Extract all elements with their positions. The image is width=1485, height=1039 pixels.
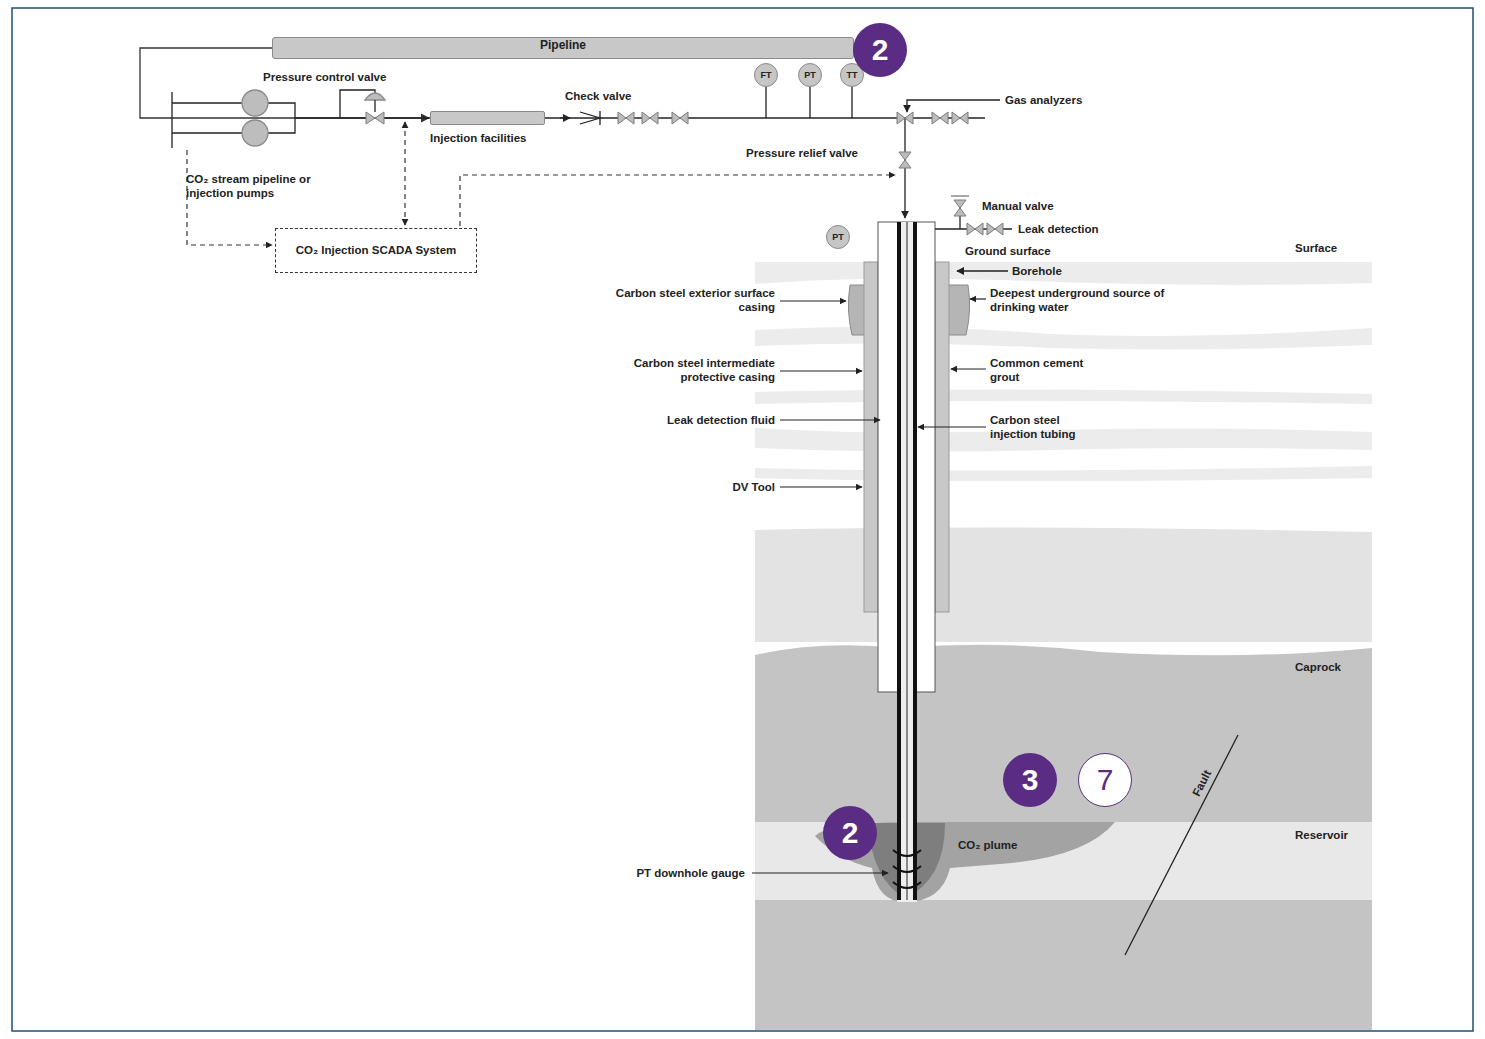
node-text: CO₂ Injection SCADA System [296, 243, 457, 258]
node-text: FT [761, 70, 772, 80]
node-text: PT [832, 232, 844, 242]
valves [366, 112, 1003, 235]
node-text: 3 [1022, 763, 1039, 797]
instrument-circle: PT [826, 225, 850, 249]
part-label: Manual valve [982, 199, 1054, 213]
leader-lines [752, 299, 986, 873]
scada-box: CO₂ Injection SCADA System [275, 228, 477, 273]
part-label: Check valve [565, 89, 632, 103]
node-text: PT [804, 70, 816, 80]
frame [12, 8, 1473, 1031]
well-casing [848, 222, 969, 902]
fault-line [1125, 735, 1238, 955]
facility-bar: Injection facilities [430, 111, 545, 144]
scada-links [187, 122, 895, 245]
part-label: Surface [1295, 241, 1337, 255]
part-label: Borehole [1012, 264, 1062, 278]
part-label: Carbon steel injection tubing [990, 413, 1100, 442]
callout-number: 3 [1003, 753, 1057, 807]
callout-number: 2 [823, 806, 877, 860]
part-label: Pressure control valve [263, 70, 386, 84]
part-label: Common cement grout [990, 356, 1100, 385]
node-text: Pipeline [273, 38, 853, 52]
part-label: Gas analyzers [1005, 93, 1082, 107]
part-label: Deepest underground source of drinking w… [990, 286, 1165, 315]
part-label: Leak detection fluid [667, 413, 775, 427]
node-text: TT [847, 70, 858, 80]
part-label: Carbon steel intermediate protective cas… [595, 356, 775, 385]
node-text: Injection facilities [430, 132, 545, 144]
callout-number: 2 [853, 23, 907, 77]
part-label: CO₂ stream pipeline or injection pumps [186, 172, 314, 201]
part-label: Caprock [1295, 660, 1341, 674]
ground-layers [755, 262, 1372, 1030]
facility-bar-shape [430, 111, 545, 125]
part-label: PT downhole gauge [636, 866, 745, 880]
pipeline-bar: Pipeline [272, 37, 854, 59]
instrument-circle: FT [754, 63, 778, 87]
part-label: Leak detection [1018, 222, 1099, 236]
part-label: Ground surface [965, 244, 1051, 258]
part-label: DV Tool [732, 480, 775, 494]
instrument-circle: PT [798, 63, 822, 87]
part-label: Carbon steel exterior surface casing [595, 286, 775, 315]
node-text: 7 [1097, 763, 1114, 797]
node-text: 2 [872, 33, 889, 67]
part-label: Reservoir [1295, 828, 1348, 842]
callout-number: 7 [1078, 753, 1132, 807]
part-label: CO₂ plume [958, 838, 1017, 852]
node-text: 2 [842, 816, 859, 850]
part-label: Pressure relief valve [746, 146, 858, 160]
